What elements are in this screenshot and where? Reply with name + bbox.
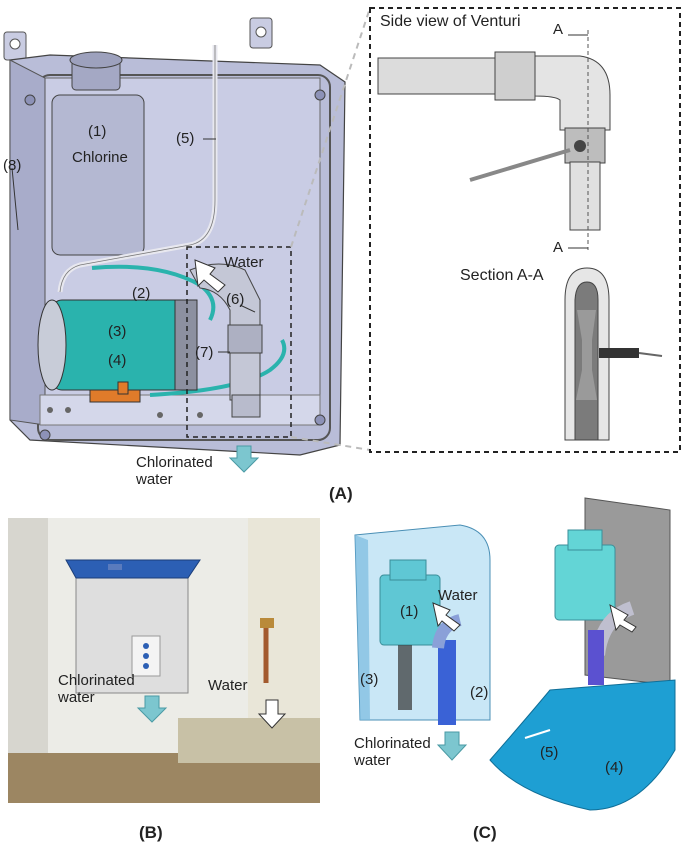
selection-box: [186, 246, 292, 438]
label-bracket: (8): [3, 157, 22, 174]
panel-letter-a: (A): [329, 484, 353, 503]
venturi-inset: [369, 7, 681, 453]
label-chlorine: Chlorine: [72, 149, 128, 166]
panel-c-drawing: [354, 497, 676, 811]
label-chlorine-num: (1): [88, 123, 107, 140]
label-chlorinated-water-a: Chlorinated water: [136, 454, 213, 488]
label-water-c: Water: [438, 587, 478, 604]
label-tube-c: (2): [470, 684, 489, 701]
inset-section-title: Section A-A: [460, 267, 544, 284]
teal-tube: [91, 264, 216, 321]
label-inlet-tube: (5): [176, 130, 195, 147]
chlorinated-water-arrow-b: [136, 695, 168, 723]
label-cylinder: (3): [108, 323, 127, 340]
label-slot-c: (5): [540, 744, 559, 761]
panel-a: (1) Chlorine (5) (8) (2) (3) (4) (6) (7)…: [3, 7, 681, 503]
label-chlorinated-water-c: Chlorinated water: [354, 735, 431, 769]
inset-side-view-title: Side view of Venturi: [380, 13, 521, 30]
label-tank-c: (1): [400, 603, 419, 620]
inset-section-mark-bottom: A: [553, 239, 564, 256]
venturi-assembly: [189, 263, 263, 418]
label-pipe-c: (3): [360, 671, 379, 688]
panel-b-photo: [8, 518, 320, 803]
label-tube: (2): [132, 285, 151, 302]
panel-letter-c: (C): [473, 823, 497, 842]
label-water-a: Water: [224, 254, 264, 271]
chlorinated-water-arrow: [228, 445, 260, 473]
panel-b: Chlorinated water Water: [8, 518, 320, 803]
mounting-tabs: [3, 17, 273, 61]
label-fitting: (7): [195, 344, 214, 361]
label-tray-c: (4): [605, 759, 624, 776]
water-inlet-arrow: [194, 259, 226, 293]
label-valve: (4): [108, 352, 127, 369]
panel-a-drawing: [3, 7, 681, 473]
inset-section-mark-top: A: [553, 21, 564, 38]
label-water-b: Water: [208, 677, 248, 694]
cylinder: [37, 299, 198, 391]
label-chlorinated-water-b: Chlorinated water: [58, 672, 135, 706]
label-venturi: (6): [226, 291, 245, 308]
chlorine-tank: [51, 51, 145, 256]
water-arrow-b: [257, 699, 287, 729]
panel-letter-b: (B): [139, 823, 163, 842]
valve: [89, 381, 141, 403]
panel-c: (1) Water (2) (3) Chlorinated water (5) …: [340, 490, 685, 820]
